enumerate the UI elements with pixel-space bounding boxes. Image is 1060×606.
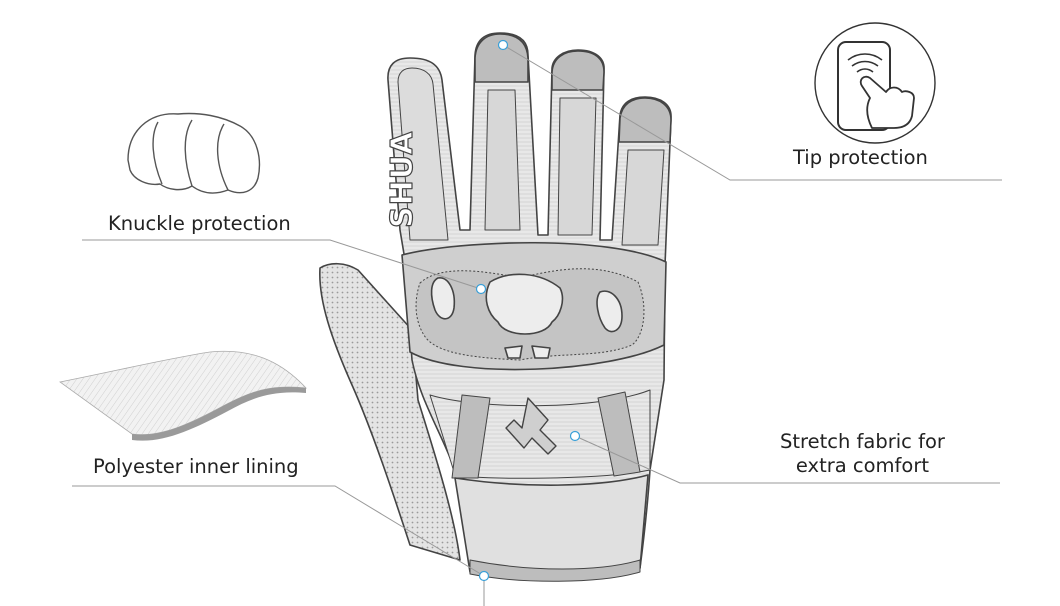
fist-icon	[127, 112, 261, 194]
leader-knuckle	[82, 239, 482, 290]
leader-poly	[72, 485, 485, 606]
tip-pinky	[618, 97, 672, 143]
feature-markers	[475, 39, 581, 582]
label-tip-protection: Tip protection	[793, 146, 928, 169]
marker-tip	[497, 39, 509, 51]
label-knuckle-protection: Knuckle protection	[108, 212, 291, 235]
label-stretch-fabric: Stretch fabric for extra comfort	[780, 430, 945, 478]
leader-tip	[502, 44, 1002, 181]
palm-logo	[505, 397, 557, 455]
label-stretch-line1: Stretch fabric for	[780, 430, 945, 453]
marker-poly	[478, 570, 490, 582]
tip-middle	[474, 33, 529, 83]
marker-knuckle	[475, 283, 487, 295]
leader-lines	[72, 44, 1002, 606]
label-polyester-inner-lining: Polyester inner lining	[93, 455, 299, 478]
touchscreen-phone-icon	[814, 22, 936, 144]
fabric-layer-icon	[59, 350, 308, 441]
glove-thumb	[319, 262, 461, 561]
leader-stretch	[574, 435, 1000, 484]
tip-ring	[551, 50, 605, 91]
brand-mark: SHUA	[385, 131, 420, 228]
marker-stretch	[569, 430, 581, 442]
glove: SHUA	[319, 32, 672, 582]
label-stretch-line2: extra comfort	[795, 454, 930, 477]
index-finger-panel	[397, 67, 449, 241]
